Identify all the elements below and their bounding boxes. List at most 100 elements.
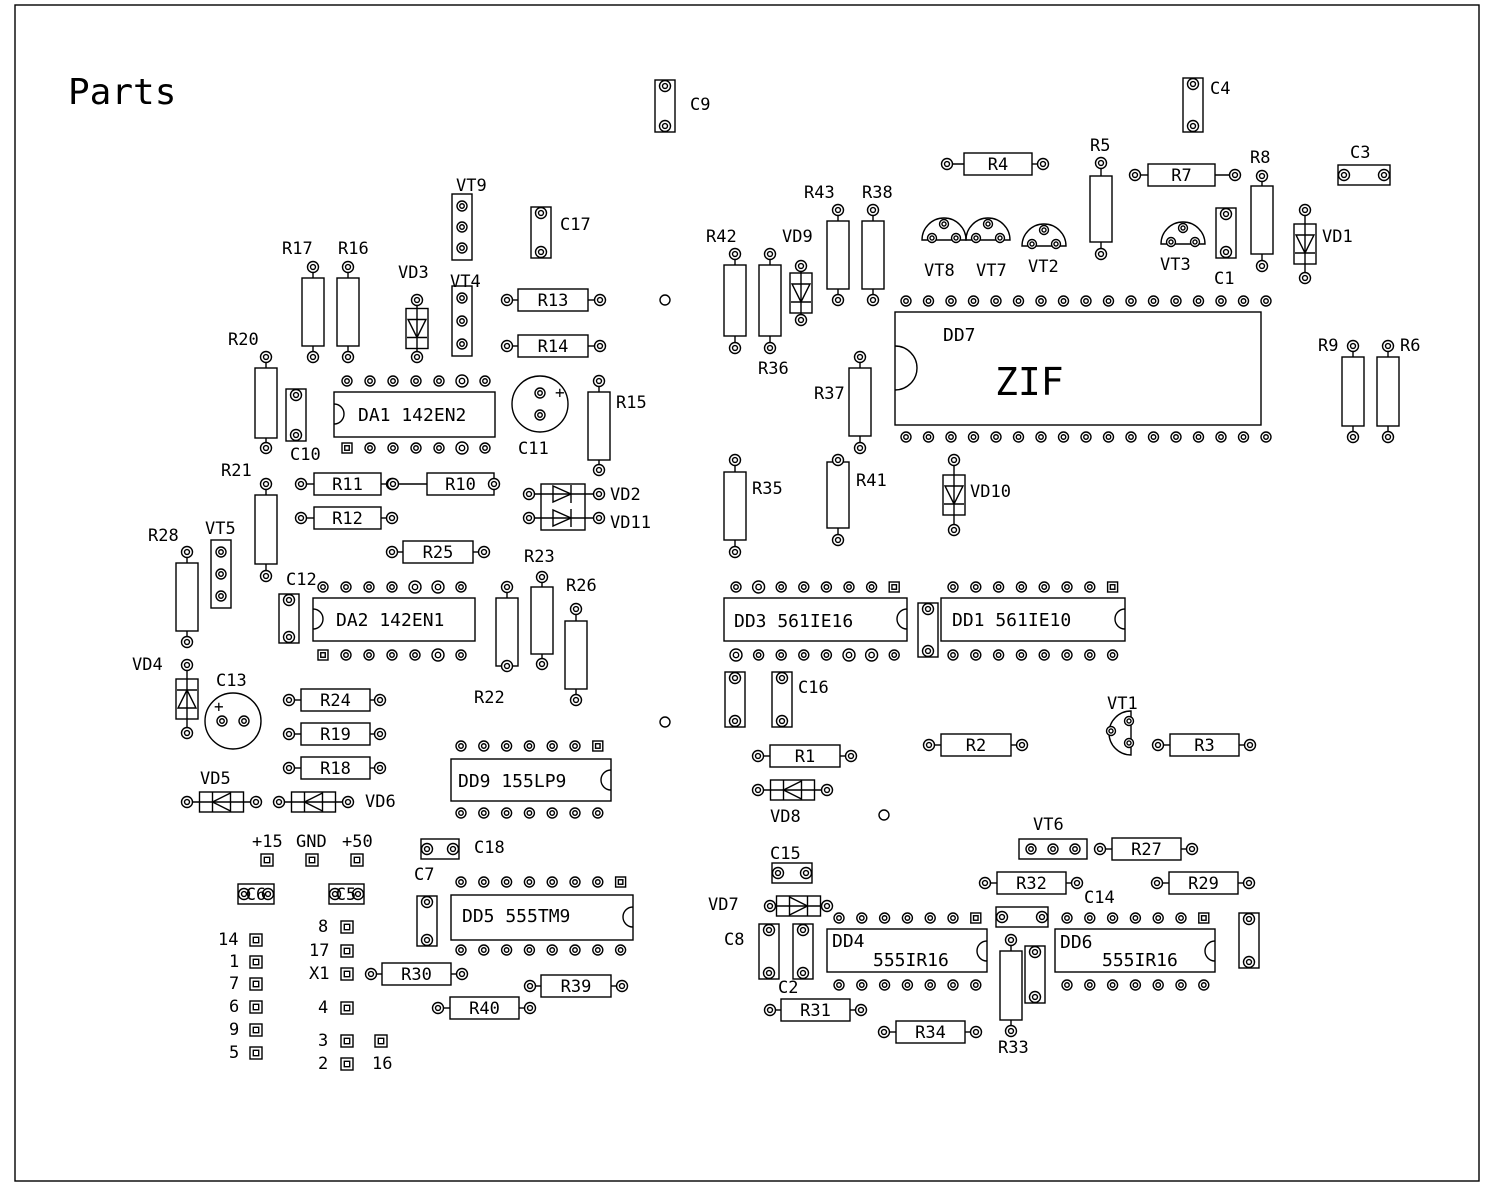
label-c1: C1: [1214, 269, 1234, 289]
capacitor-c9: C9: [654, 79, 710, 133]
label-vd9: VD9: [782, 227, 813, 247]
connector-pad-n2: 2: [318, 1054, 354, 1074]
label-da1: DA1 142EN2: [358, 405, 466, 426]
label-r28: R28: [148, 526, 179, 546]
capacitor-c_b: [792, 923, 814, 980]
label-c11: C11: [518, 439, 549, 459]
diode-vd5: VD5: [180, 769, 263, 813]
resistor-r1: R1: [751, 744, 858, 768]
label-p50: +50: [342, 832, 373, 852]
label-r30: R30: [401, 965, 432, 985]
transistor-vt9: VT9: [451, 176, 487, 261]
label-r12: R12: [332, 509, 363, 529]
label-vt9: VT9: [456, 176, 487, 196]
label-vd1: VD1: [1322, 227, 1353, 247]
label-r1: R1: [795, 747, 815, 767]
resistor-r43: R43: [804, 183, 850, 307]
label-vt8: VT8: [924, 261, 955, 281]
ic-dd3: DD3 561IE16: [723, 580, 908, 662]
connector-pad-n16: 16: [372, 1034, 392, 1074]
resistor-r16: R16: [336, 239, 369, 364]
label-r11: R11: [332, 475, 363, 495]
diode-vd1: VD1: [1293, 203, 1353, 285]
label-r32: R32: [1016, 874, 1047, 894]
label-r36: R36: [758, 359, 789, 379]
capacitor-c1: C1: [1214, 207, 1237, 289]
label-n7: 7: [229, 974, 239, 994]
capacitor-c8: C8: [724, 923, 780, 980]
transistor-vt3: VT3: [1160, 221, 1206, 275]
label-r6: R6: [1400, 336, 1420, 356]
label-vd11: VD11: [610, 513, 651, 533]
diode-vd4: VD4: [132, 655, 199, 740]
transistor-vt2: VT2: [1021, 223, 1067, 277]
label-vt3: VT3: [1160, 255, 1191, 275]
capacitor-c11: +C11: [511, 375, 569, 459]
label-c15: C15: [770, 844, 801, 864]
connector-pad-n3: 3: [318, 1031, 354, 1051]
resistor-r10: R10: [386, 472, 501, 496]
label-c8: C8: [724, 930, 744, 950]
capacitor-c_a: [724, 671, 746, 728]
transistor-vt1: VT1: [1105, 694, 1138, 756]
diode-vd8: VD8: [751, 779, 834, 827]
label-n16: 16: [372, 1054, 392, 1074]
resistor-r29: R29: [1150, 871, 1256, 895]
label-dd7: DD7: [943, 325, 976, 346]
label-c9: C9: [690, 95, 710, 115]
label-r16: R16: [338, 239, 369, 259]
label-r42: R42: [706, 227, 737, 247]
resistor-r27: R27: [1093, 837, 1199, 861]
resistor-r28: R28: [148, 526, 199, 649]
resistor-r8: R8: [1250, 148, 1274, 273]
connector-pad-x1: X1: [309, 964, 354, 984]
capacitor-c17: C17: [530, 206, 591, 259]
label-r13: R13: [538, 291, 569, 311]
label-r14: R14: [538, 337, 569, 357]
label-r31: R31: [800, 1001, 831, 1021]
label-c7: C7: [414, 865, 434, 885]
resistor-r7: R7: [1128, 163, 1242, 187]
label-dd6b: 555IR16: [1102, 950, 1178, 971]
label-c6: C6: [246, 885, 266, 905]
label-c6-wrap: C6: [246, 885, 266, 905]
connector-pad-n8: 8: [318, 917, 354, 937]
resistor-r15: R15: [587, 374, 647, 477]
ic-dd1: DD1 561IE10: [940, 581, 1126, 661]
board-outline: [14, 4, 1480, 1182]
label-vd10: VD10: [970, 482, 1011, 502]
label-vd3: VD3: [398, 263, 429, 283]
connector-pad-n9: 9: [229, 1020, 263, 1040]
label-vd6: VD6: [365, 792, 396, 812]
resistor-r4: R4: [940, 152, 1050, 176]
label-r33: R33: [998, 1038, 1029, 1058]
ic-dd5: DD5 555TM9: [450, 876, 634, 956]
resistor-r11: R11: [294, 472, 399, 496]
resistor-r32: R32: [978, 871, 1084, 895]
resistor-r36: R36: [758, 247, 789, 379]
label-c4: C4: [1210, 79, 1230, 99]
label-n8: 8: [318, 917, 328, 937]
transistor-vt6: VT6: [1018, 815, 1088, 860]
label-r21: R21: [221, 461, 252, 481]
resistor-r33: R33: [998, 933, 1029, 1058]
via-pad: [659, 294, 671, 306]
label-vt7: VT7: [976, 261, 1007, 281]
resistor-r42: R42: [706, 227, 747, 355]
capacitor-c4: C4: [1182, 77, 1230, 133]
label-vt1: VT1: [1107, 694, 1138, 714]
label-r3: R3: [1194, 736, 1214, 756]
ic-da2: DA2 142EN1: [312, 580, 476, 662]
label-r35: R35: [752, 479, 783, 499]
via-pad: [659, 716, 671, 728]
label-n1: 1: [229, 952, 239, 972]
label-r39: R39: [561, 977, 592, 997]
label-r26: R26: [566, 576, 597, 596]
capacitor-c5: [328, 883, 365, 905]
label-r4: R4: [988, 155, 1008, 175]
resistor-r19: R19: [282, 722, 387, 746]
